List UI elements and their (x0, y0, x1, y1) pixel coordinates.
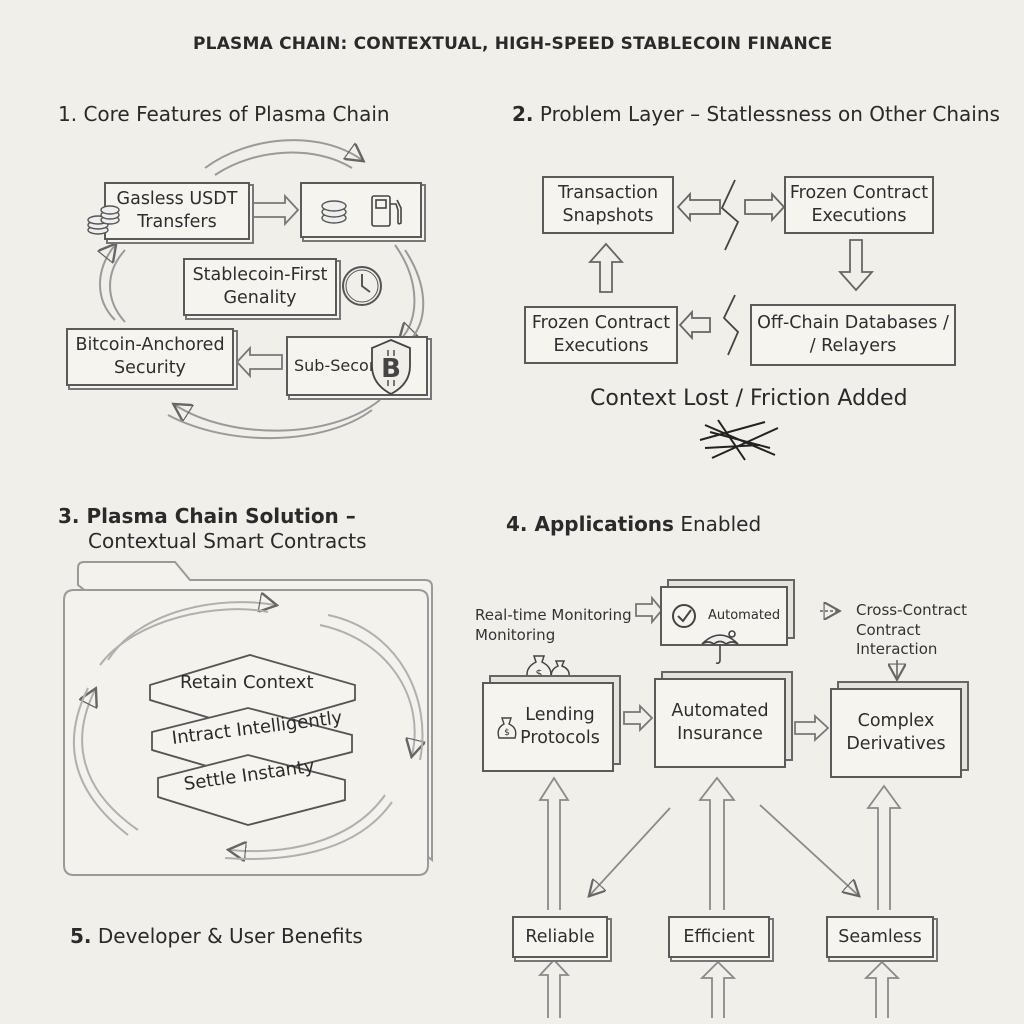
arrow-up-to-snapshots (590, 244, 622, 292)
realtime-monitoring-line2: Monitoring (475, 626, 555, 644)
arrow-to-frozen-bottom (680, 312, 710, 338)
gas-pump-icon (366, 190, 406, 230)
cross-contract-line3: Interaction (856, 640, 937, 658)
arrow-to-automated-card (636, 598, 662, 622)
benefit-up-arrows (540, 778, 900, 1018)
problem-frozen-contract-bottom: Frozen Contract Executions (524, 306, 678, 364)
feature-icons-card (300, 182, 422, 238)
section-3-title-line2: Contextual Smart Contracts (88, 529, 367, 553)
section-5-title: 5. Developer & User Benefits (70, 924, 363, 948)
benefit-efficient: Efficient (668, 916, 770, 958)
section-3-title-line1: 3. Plasma Chain Solution – (58, 504, 356, 528)
svg-text:$: $ (536, 667, 543, 680)
benefit-seamless: Seamless (826, 916, 934, 958)
page-title: PLASMA CHAIN: CONTEXTUAL, HIGH-SPEED STA… (193, 34, 832, 54)
problem-offchain-databases: Off-Chain Databases / / Relayers (750, 304, 956, 366)
clock-icon (338, 262, 386, 314)
bitcoin-shield-icon: B (366, 336, 416, 402)
feature-stablecoin-first: Stablecoin-First Genality (183, 258, 337, 316)
automated-card-label: Automated (708, 608, 780, 625)
coin-stack-icon (84, 198, 124, 242)
arrow-lending-to-insurance (624, 706, 652, 730)
scribble-cross-icon (700, 420, 778, 460)
context-lost-label: Context Lost / Friction Added (590, 386, 908, 411)
umbrella-icon (698, 626, 742, 672)
lending-label: Lending Protocols (520, 704, 600, 750)
feature-gasless-usdt: Gasless USDT Transfers (104, 182, 250, 240)
section-1-title: 1. Core Features of Plasma Chain (58, 102, 390, 126)
section-2-title: 2. Problem Layer – Statlessness on Other… (512, 102, 1000, 126)
cross-contract-line1: Cross-Contract (856, 601, 967, 619)
break-lightning-icon (722, 180, 738, 355)
arrow-gasless-to-icons (252, 196, 298, 224)
app-automated-insurance: Automated Insurance (654, 678, 786, 768)
svg-text:B: B (381, 354, 401, 384)
money-bag-icon: $ (496, 714, 518, 740)
svg-text:$: $ (504, 728, 510, 738)
arrow-to-snapshots (678, 194, 720, 220)
coin-stack-icon (316, 192, 352, 228)
feature-bitcoin-anchored: Bitcoin-Anchored Security (66, 328, 234, 386)
problem-transaction-snapshots: Transaction Snapshots (542, 176, 674, 234)
arrow-to-frozen-top (745, 194, 784, 220)
app-complex-derivatives: Complex Derivatives (830, 688, 962, 778)
arrow-insurance-to-derivatives (795, 716, 828, 740)
arrow-sub-to-bitcoin (237, 348, 282, 376)
arrow-down-to-offchain (840, 240, 872, 290)
cross-contract-line2: Contract (856, 621, 921, 639)
app-lending-protocols: $ Lending Protocols (482, 682, 614, 772)
problem-frozen-contract-top: Frozen Contract Executions (784, 176, 934, 234)
benefit-reliable: Reliable (512, 916, 608, 958)
section-4-title: 4. Applications Enabled (506, 512, 761, 536)
checkmark-icon (670, 602, 698, 630)
layer-retain-context: Retain Context (180, 672, 314, 693)
realtime-monitoring-line1: Real-time Monitoring (475, 606, 632, 624)
